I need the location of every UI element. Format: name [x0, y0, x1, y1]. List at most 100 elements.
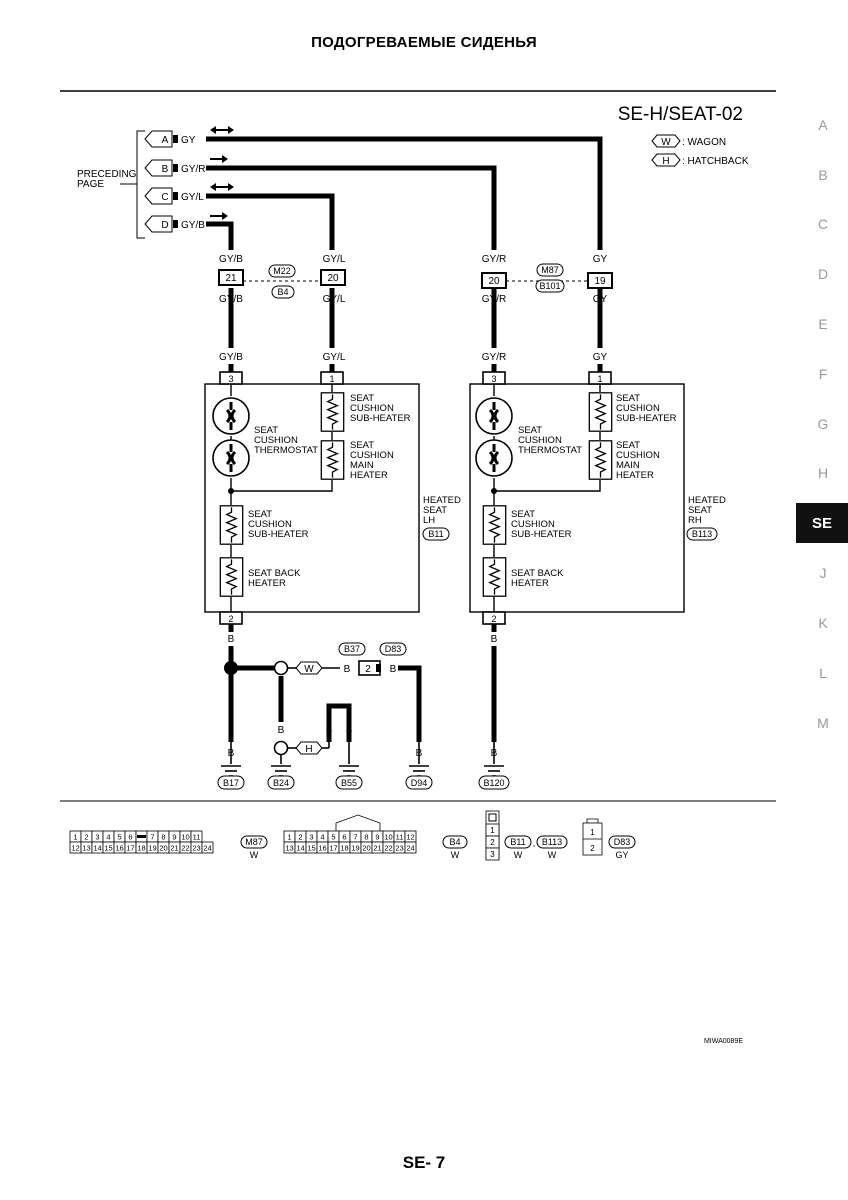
connector-b11-pin: 3: [490, 850, 495, 859]
connector-b113-tag: [536, 835, 568, 849]
lh-thermostat-l2: CUSHION: [254, 435, 298, 446]
ground-b24: B24: [273, 778, 289, 788]
rh-cushion-sub-bottom-l3: SUB-HEATER: [511, 529, 572, 540]
lh-thermostat-l3: THERMOSTAT: [254, 445, 318, 456]
connector-m87-pin: 11: [193, 833, 201, 842]
rh-cushion-sub-bottom-l1: SEAT: [511, 509, 535, 520]
connector-m87-pin: 24: [203, 844, 211, 853]
input-c-letter: C: [161, 192, 168, 203]
ground-icon: [338, 765, 360, 777]
connector-m87-pin: 12: [71, 844, 79, 853]
connector-d83-tag: [608, 835, 636, 849]
seat-rh-label-l3: RH: [688, 515, 702, 526]
ground-joint-connector-b37: B37: [344, 644, 360, 654]
page-number: SE- 7: [402, 1153, 446, 1172]
joint-right-connector-m87: M87: [541, 265, 559, 275]
ground-joint-connector-d83: D83: [385, 644, 402, 654]
connector-m87-pin: 1: [73, 833, 77, 842]
input-a-letter: A: [162, 135, 169, 146]
connector-b4-pin: 18: [340, 844, 348, 853]
seat-rh-connector: B113: [692, 529, 712, 539]
lh-main-heater-l3: MAIN: [350, 460, 374, 471]
section-tab-l[interactable]: L: [819, 664, 827, 681]
option-h-label: H: [305, 744, 312, 755]
input-b-letter: B: [162, 164, 169, 175]
heater-resistor-icon: [320, 392, 345, 432]
section-tab-se[interactable]: SE: [796, 503, 848, 544]
connector-m87-pin: 19: [148, 844, 156, 853]
rh-thermostat-l2: CUSHION: [518, 435, 562, 446]
connector-b11-key-icon: [488, 813, 497, 822]
section-tab-k[interactable]: K: [818, 615, 828, 632]
rh-main-heater-l3: MAIN: [616, 460, 640, 471]
seat-rh-pin-3: 3: [491, 374, 496, 384]
lh-main-heater-l4: HEATER: [350, 470, 388, 481]
connector-m87-id: M87: [245, 837, 263, 847]
harness-wires-top: [206, 136, 603, 348]
connector-b4-pin: 13: [285, 844, 293, 853]
seat-lh-pin-3: 3: [228, 374, 233, 384]
heater-resistor-icon: [320, 440, 345, 480]
section-tab-f[interactable]: F: [818, 365, 828, 382]
lh-cushion-sub-top-l2: CUSHION: [350, 403, 394, 414]
input-b-wire: GY/R: [181, 164, 205, 175]
legend-wagon-text: : WAGON: [682, 137, 726, 148]
wire-label-gyb: GY/B: [219, 254, 243, 265]
connector-b4-pin: 24: [406, 844, 414, 853]
connector-b4-pin: 14: [296, 844, 304, 853]
section-tab-a[interactable]: A: [818, 116, 828, 133]
connector-m87-pin: 22: [181, 844, 189, 853]
connector-m87-key-icon: [137, 835, 146, 838]
wire-gyb: [206, 221, 234, 250]
legend-hatchback-text: : HATCHBACK: [682, 156, 749, 167]
connector-b4-pin: 4: [320, 833, 324, 842]
wire-label-gy-3: GY: [593, 352, 608, 363]
wire-label-gyl: GY/L: [323, 254, 346, 265]
connector-b11-cell: [485, 847, 500, 861]
connector-b4-id: B4: [449, 837, 460, 847]
joint-left-pin-20: 20: [327, 273, 339, 284]
input-c-wire: GY/L: [181, 192, 204, 203]
connector-b4-pin: 5: [331, 833, 335, 842]
section-tab-h[interactable]: H: [817, 465, 829, 482]
legend: W : WAGON H : HATCHBACK: [651, 134, 749, 167]
wire-label-gy-2: GY: [593, 294, 608, 305]
connector-m87-pin: 14: [93, 844, 101, 853]
connector-m87-pin: 6: [128, 833, 132, 842]
legend-wagon-symbol: W: [661, 137, 671, 148]
input-d-letter: D: [161, 220, 168, 231]
section-tab-d[interactable]: D: [817, 266, 829, 283]
ground-b120: B120: [483, 778, 504, 788]
joint-left-pin-21: 21: [225, 273, 237, 284]
connector-d83-pin: 1: [590, 828, 595, 837]
connector-b4-pin: 1: [287, 833, 291, 842]
ground-icon: [408, 765, 430, 777]
lh-back-heater-l2: HEATER: [248, 578, 286, 589]
section-tab-m[interactable]: M: [817, 714, 829, 731]
seat-rh-pin-1: 1: [597, 374, 602, 384]
preceding-page-line1: PRECEDING: [77, 169, 137, 180]
thermostat-icon: [474, 396, 514, 436]
joint-left-connector-b4: B4: [277, 287, 288, 297]
section-tab-e[interactable]: E: [818, 316, 828, 333]
connector-b4-tag: [442, 835, 468, 849]
ground-joint-pin: 2: [365, 664, 371, 675]
section-tab-g[interactable]: G: [817, 415, 829, 432]
ground-icon: [483, 765, 505, 777]
connector-b4-pin: 20: [362, 844, 370, 853]
seat-rh-pin-2: 2: [491, 614, 496, 624]
connector-b4-pin: 2: [298, 833, 302, 842]
ground-wiring: B B W B 2 B B37 D83 B H: [217, 624, 510, 790]
rh-cushion-sub-top-l3: SUB-HEATER: [616, 413, 677, 424]
section-tab-b[interactable]: B: [818, 166, 828, 183]
connector-m87-pin: 20: [159, 844, 167, 853]
rh-thermostat-l1: SEAT: [518, 425, 542, 436]
heater-resistor-icon: [482, 557, 507, 597]
lh-thermostat-l1: SEAT: [254, 425, 278, 436]
connector-b11-separator: ,: [533, 838, 536, 848]
wire-label-b-b24: B: [278, 725, 285, 736]
connector-m87-pin: 13: [82, 844, 90, 853]
section-tab-j[interactable]: J: [819, 565, 827, 582]
section-tab-c[interactable]: C: [817, 216, 829, 233]
